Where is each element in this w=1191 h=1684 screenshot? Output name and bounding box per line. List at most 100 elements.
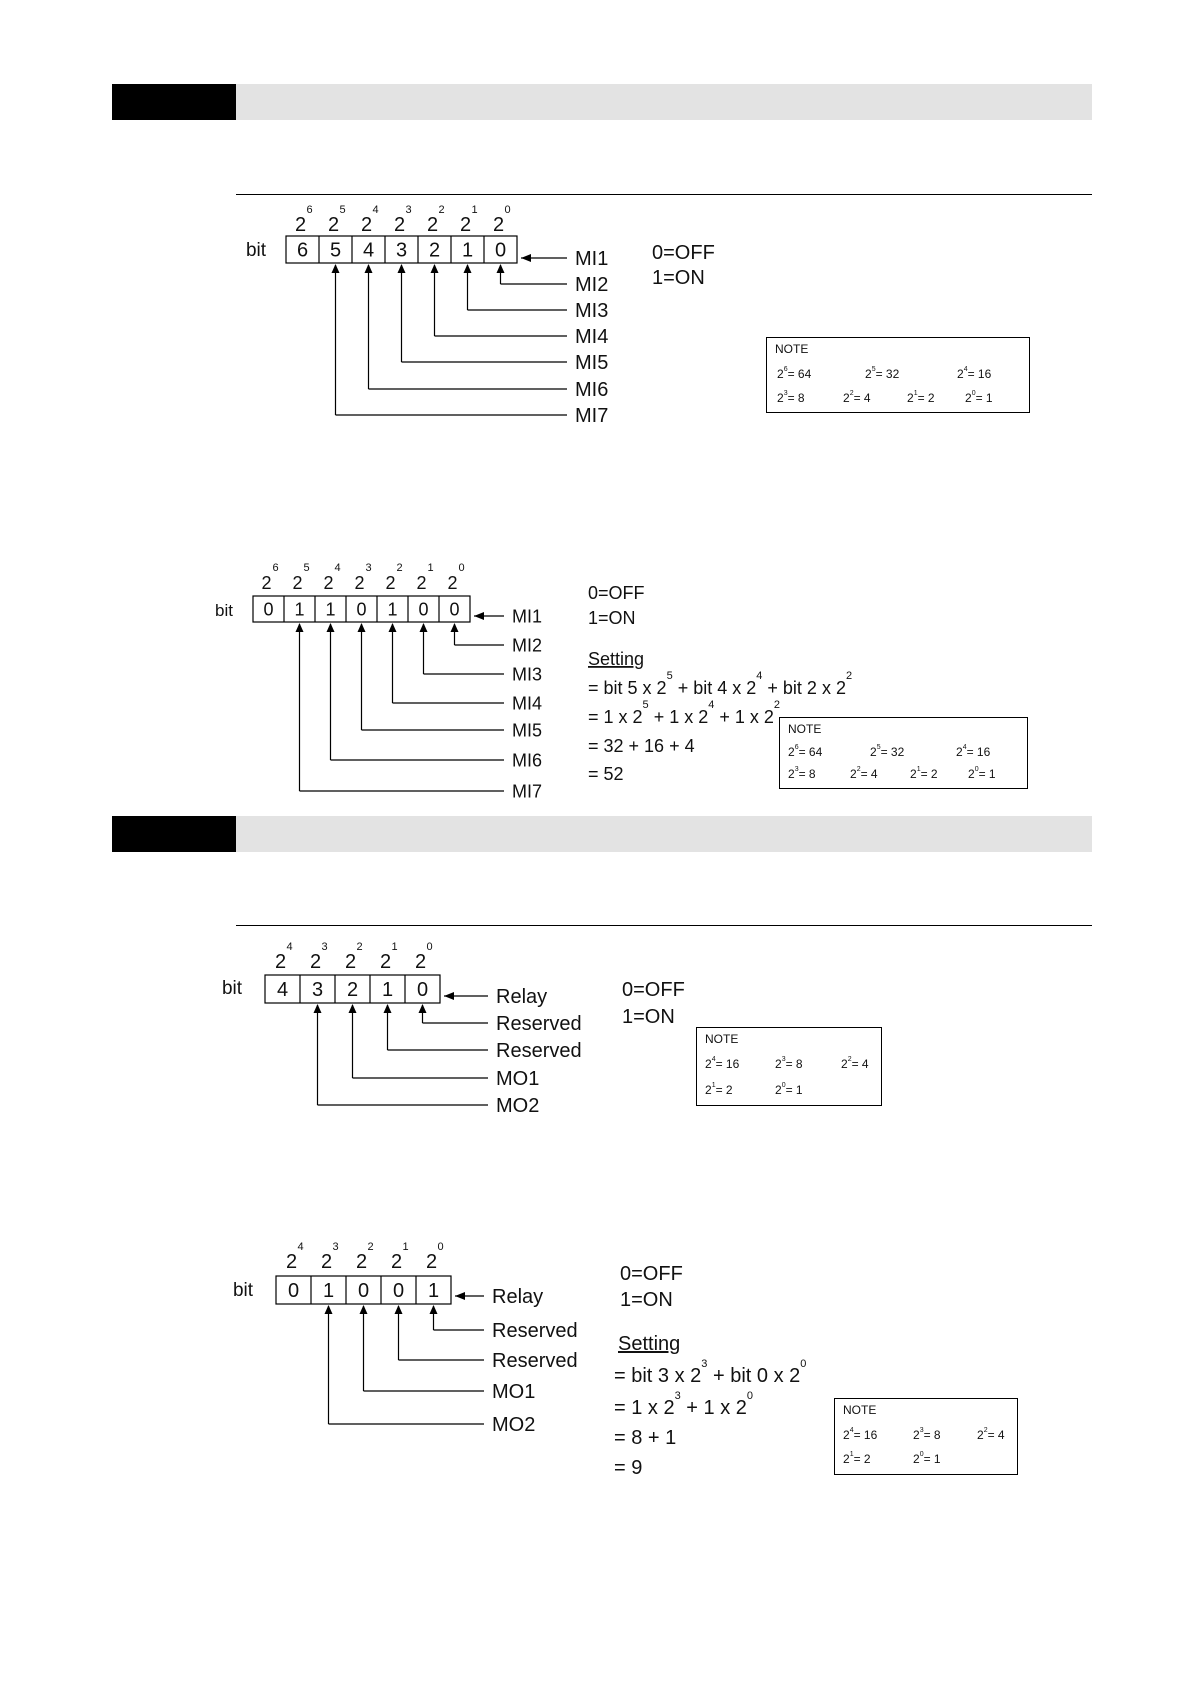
- mo-definition-arrow-head: [444, 992, 454, 1000]
- mo-definition-power-exponent: 4: [286, 941, 292, 953]
- mi-example-power-exponent: 2: [396, 562, 402, 574]
- mo-definition-arrow-head: [348, 1004, 357, 1013]
- mo-example-arrow-head: [324, 1305, 333, 1314]
- mo-definition-power-base: 2: [415, 951, 426, 973]
- calc-term: = 8 + 1: [614, 1427, 676, 1449]
- mo-example-calc-line: = 9: [614, 1457, 642, 1479]
- calc-term: = bit 3 x 2: [614, 1365, 701, 1387]
- mi-example-arrow-head: [419, 623, 428, 632]
- mi-definition-input-label: MI5: [575, 352, 608, 374]
- mo-definition-power-exponent: 3: [321, 941, 327, 953]
- note-power-value: 21= 2: [705, 1082, 733, 1097]
- mi-definition-power-exponent: 5: [339, 204, 345, 216]
- mi-example-calc-line: = bit 5 x 25 + bit 4 x 24 + bit 2 x 22: [588, 670, 852, 698]
- mi-example-bit-cell: 1: [294, 599, 304, 619]
- mi-definition-input-label: MI2: [575, 274, 608, 296]
- note-power-value: 25= 32: [865, 366, 900, 381]
- mi-definition-bit-cell: 6: [297, 240, 308, 262]
- mo-definition-bit-cell: 2: [347, 979, 358, 1001]
- mi-definition-power-base: 2: [361, 214, 372, 236]
- mi-example-power-exponent: 4: [334, 562, 340, 574]
- mi-definition-power-exponent: 1: [471, 204, 477, 216]
- note-power-value: 26= 64: [777, 366, 812, 381]
- calc-term: = 1 x 2: [588, 707, 643, 727]
- mi-example-power-base: 2: [447, 573, 457, 593]
- mi-example-power-base: 2: [261, 573, 271, 593]
- calc-term: = 9: [614, 1457, 642, 1479]
- mi-definition-bit-cell: 5: [330, 240, 341, 262]
- mi-example-input-label: MI2: [512, 635, 542, 655]
- mo-example-input-label: MO2: [492, 1414, 535, 1436]
- mo-example-arrow-head: [429, 1305, 438, 1314]
- mo-example-state-on: 1=ON: [620, 1289, 673, 1311]
- calc-exponent: 4: [708, 699, 714, 711]
- mi-definition-bit-cell: 0: [495, 240, 506, 262]
- mi-definition-bit-cell: 3: [396, 240, 407, 262]
- mi-definition-bit-label: bit: [246, 240, 267, 261]
- mi-definition-power-base: 2: [460, 214, 471, 236]
- mo-example-arrow-head: [455, 1292, 465, 1300]
- mi-definition-state-on: 1=ON: [652, 267, 705, 289]
- mo-example-bit-cell: 0: [393, 1280, 404, 1302]
- mo-example-power-exponent: 2: [367, 1241, 373, 1253]
- mo-definition-power-base: 2: [345, 951, 356, 973]
- mi-example-power-base: 2: [385, 573, 395, 593]
- note-power-value: 22= 4: [843, 390, 871, 405]
- mo-definition-bit-cell: 3: [312, 979, 323, 1001]
- mi-example-bit-label: bit: [215, 601, 233, 620]
- mi-definition-input-label: MI7: [575, 405, 608, 427]
- note-power-value: 25= 32: [870, 744, 905, 759]
- section-header-block-2: [112, 816, 236, 852]
- mi-definition-power-base: 2: [295, 214, 306, 236]
- mo-example-arrow-head: [359, 1305, 368, 1314]
- mi-example-calc-line: = 52: [588, 764, 624, 784]
- calc-term: + 1 x 2: [654, 707, 709, 727]
- mo-example-power-base: 2: [426, 1251, 437, 1273]
- calc-term: + bit 2 x 2: [767, 678, 846, 698]
- mi-definition-power-exponent: 4: [372, 204, 378, 216]
- mi-example-bit-cell: 1: [325, 599, 335, 619]
- mi-definition-power-base: 2: [493, 214, 504, 236]
- calc-exponent: 2: [846, 670, 852, 682]
- mo-definition-arrow-head: [383, 1004, 392, 1013]
- mi-definition-register-box: [285, 235, 518, 264]
- calc-term: = 1 x 2: [614, 1397, 675, 1419]
- note-power-value: 23= 8: [913, 1427, 941, 1442]
- mo-definition-power-base: 2: [310, 951, 321, 973]
- mi-example-power-exponent: 5: [303, 562, 309, 574]
- calc-exponent: 2: [774, 699, 780, 711]
- mo-definition-power-base: 2: [380, 951, 391, 973]
- note-power-value: 20= 1: [968, 766, 996, 781]
- note-power-value: 23= 8: [775, 1056, 803, 1071]
- calc-exponent: 5: [643, 699, 649, 711]
- mi-definition-bit-cell: 2: [429, 240, 440, 262]
- mo-definition-arrow-head: [418, 1004, 427, 1013]
- mo-example-power-base: 2: [391, 1251, 402, 1273]
- mi-example-state-on: 1=ON: [588, 608, 636, 628]
- mi-example-power-base: 2: [323, 573, 333, 593]
- calc-term: + bit 0 x 2: [713, 1365, 800, 1387]
- mi-example-input-label: MI6: [512, 750, 542, 770]
- mo-example-power-exponent: 0: [437, 1241, 443, 1253]
- section-header-bar-1: [112, 84, 1092, 120]
- mi-example-bit-cell: 0: [263, 599, 273, 619]
- note-power-value: 20= 1: [913, 1451, 941, 1466]
- mo-definition-register-box: [264, 974, 441, 1004]
- mi-definition-bit-cell: 1: [462, 240, 473, 262]
- mi-example-power-base: 2: [292, 573, 302, 593]
- mi-definition-power-exponent: 3: [405, 204, 411, 216]
- mo-example-input-label: Reserved: [492, 1350, 578, 1372]
- calc-term: + 1 x 2: [719, 707, 774, 727]
- mo-example-state-off: 0=OFF: [620, 1263, 683, 1285]
- section-rule-1: [236, 194, 1092, 195]
- mo-example-power-base: 2: [321, 1251, 332, 1273]
- mi-example-input-label: MI1: [512, 606, 542, 626]
- note-power-value: 21= 2: [907, 390, 935, 405]
- note-power-value: 24= 16: [956, 744, 991, 759]
- mo-definition-input-label: MO2: [496, 1095, 539, 1117]
- mo-example-input-label: MO1: [492, 1381, 535, 1403]
